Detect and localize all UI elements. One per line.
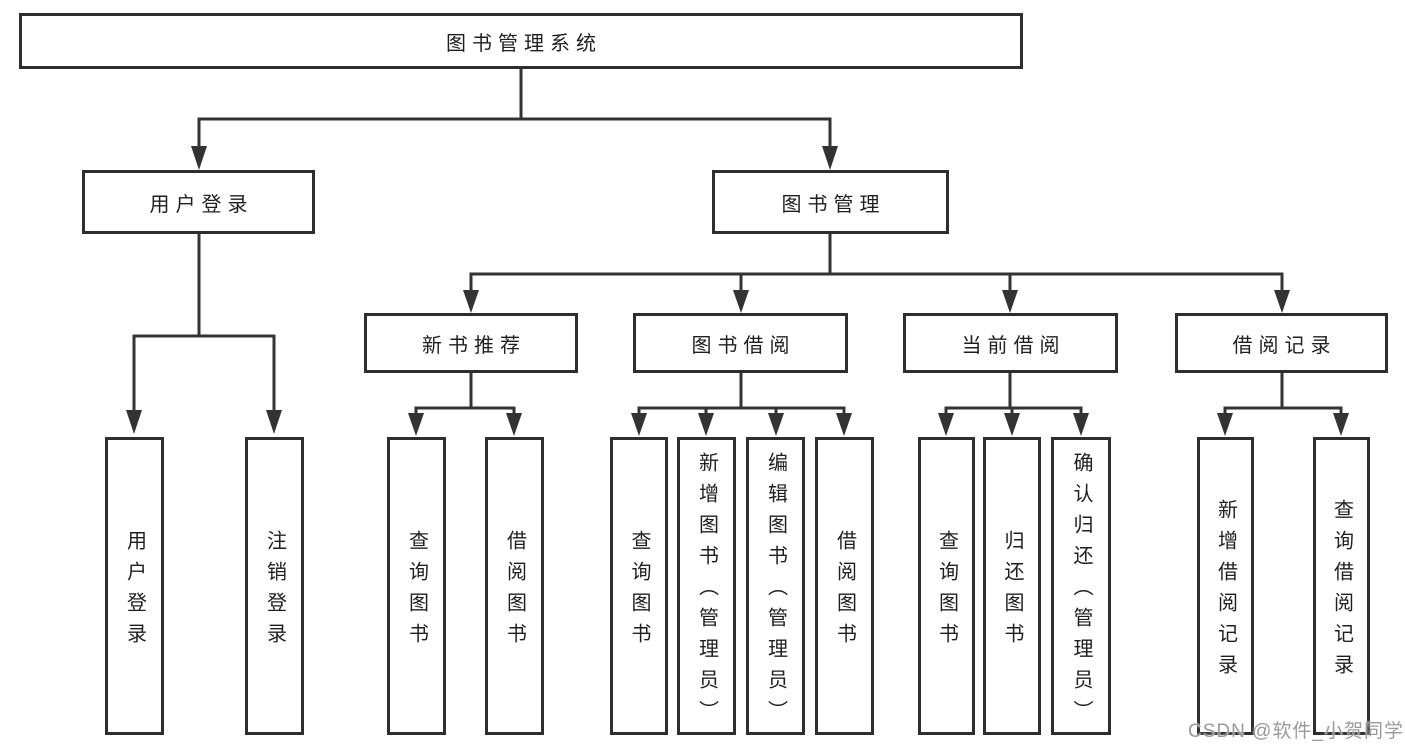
leaf-logout: 注销登录 [245, 437, 304, 735]
leaf-confirm-return-admin: 确认归还（管理员） [1051, 437, 1111, 735]
leaf-edit-book-admin: 编辑图书（管理员） [746, 437, 805, 735]
leaf-return-books: 归还图书 [983, 437, 1041, 735]
node-new-book-recommendation: 新书推荐 [364, 313, 578, 373]
leaf-query-borrowing-record: 查询借阅记录 [1313, 437, 1370, 735]
leaf-current-query-books: 查询图书 [918, 437, 975, 735]
leaf-recommend-borrow-books: 借阅图书 [485, 437, 544, 735]
node-book-borrowing: 图书借阅 [633, 313, 848, 373]
leaf-add-borrowing-record: 新增借阅记录 [1197, 437, 1254, 735]
csdn-watermark: CSDN @软件_小贺同学 [1188, 721, 1404, 742]
node-user-login: 用户登录 [82, 170, 315, 234]
node-current-borrowing: 当前借阅 [903, 313, 1118, 373]
leaf-recommend-query-books: 查询图书 [387, 437, 446, 735]
leaf-add-book-admin: 新增图书（管理员） [677, 437, 736, 735]
leaf-borrowing-query-books: 查询图书 [610, 437, 668, 735]
node-book-management: 图书管理 [712, 170, 949, 234]
leaf-borrowing-borrow-books: 借阅图书 [815, 437, 874, 735]
node-borrowing-records: 借阅记录 [1175, 313, 1388, 373]
node-library-management-system: 图书管理系统 [19, 13, 1023, 69]
leaf-user-login: 用户登录 [105, 437, 164, 735]
